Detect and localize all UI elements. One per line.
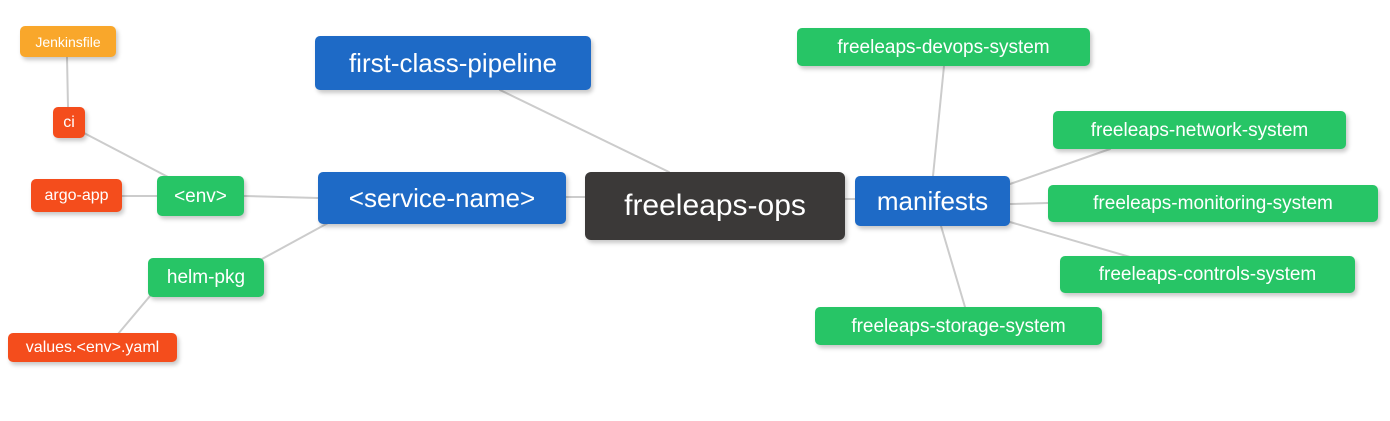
node-freeleaps-storage-system[interactable]: freeleaps-storage-system <box>815 307 1102 345</box>
node-freeleaps-controls-system[interactable]: freeleaps-controls-system <box>1060 256 1355 293</box>
edge-ci-env <box>83 132 169 178</box>
edge-env-service-name <box>243 195 319 199</box>
edge-first-class-pipeline-freeleaps-ops <box>499 89 670 173</box>
node-jenkinsfile[interactable]: Jenkinsfile <box>20 26 116 57</box>
node-first-class-pipeline[interactable]: first-class-pipeline <box>315 36 591 90</box>
edge-values-env-yaml-helm-pkg <box>117 295 151 335</box>
node-env[interactable]: <env> <box>157 176 244 216</box>
edge-manifests-freeleaps-controls-system <box>1009 221 1131 258</box>
edge-manifests-freeleaps-storage-system <box>940 225 966 308</box>
edge-helm-pkg-service-name <box>261 222 329 260</box>
node-freeleaps-ops[interactable]: freeleaps-ops <box>585 172 845 240</box>
node-service-name[interactable]: <service-name> <box>318 172 566 224</box>
node-freeleaps-devops-system[interactable]: freeleaps-devops-system <box>797 28 1090 66</box>
node-manifests[interactable]: manifests <box>855 176 1010 226</box>
node-freeleaps-monitoring-system[interactable]: freeleaps-monitoring-system <box>1048 185 1378 222</box>
node-freeleaps-network-system[interactable]: freeleaps-network-system <box>1053 111 1346 149</box>
edge-manifests-freeleaps-devops-system <box>932 65 945 177</box>
node-argo-app[interactable]: argo-app <box>31 179 122 212</box>
edge-jenkinsfile-ci <box>66 56 69 108</box>
node-helm-pkg[interactable]: helm-pkg <box>148 258 264 297</box>
node-values-env-yaml[interactable]: values.<env>.yaml <box>8 333 177 362</box>
node-ci[interactable]: ci <box>53 107 85 138</box>
edge-manifests-freeleaps-monitoring-system <box>1009 202 1049 205</box>
edge-manifests-freeleaps-network-system <box>1009 148 1111 185</box>
